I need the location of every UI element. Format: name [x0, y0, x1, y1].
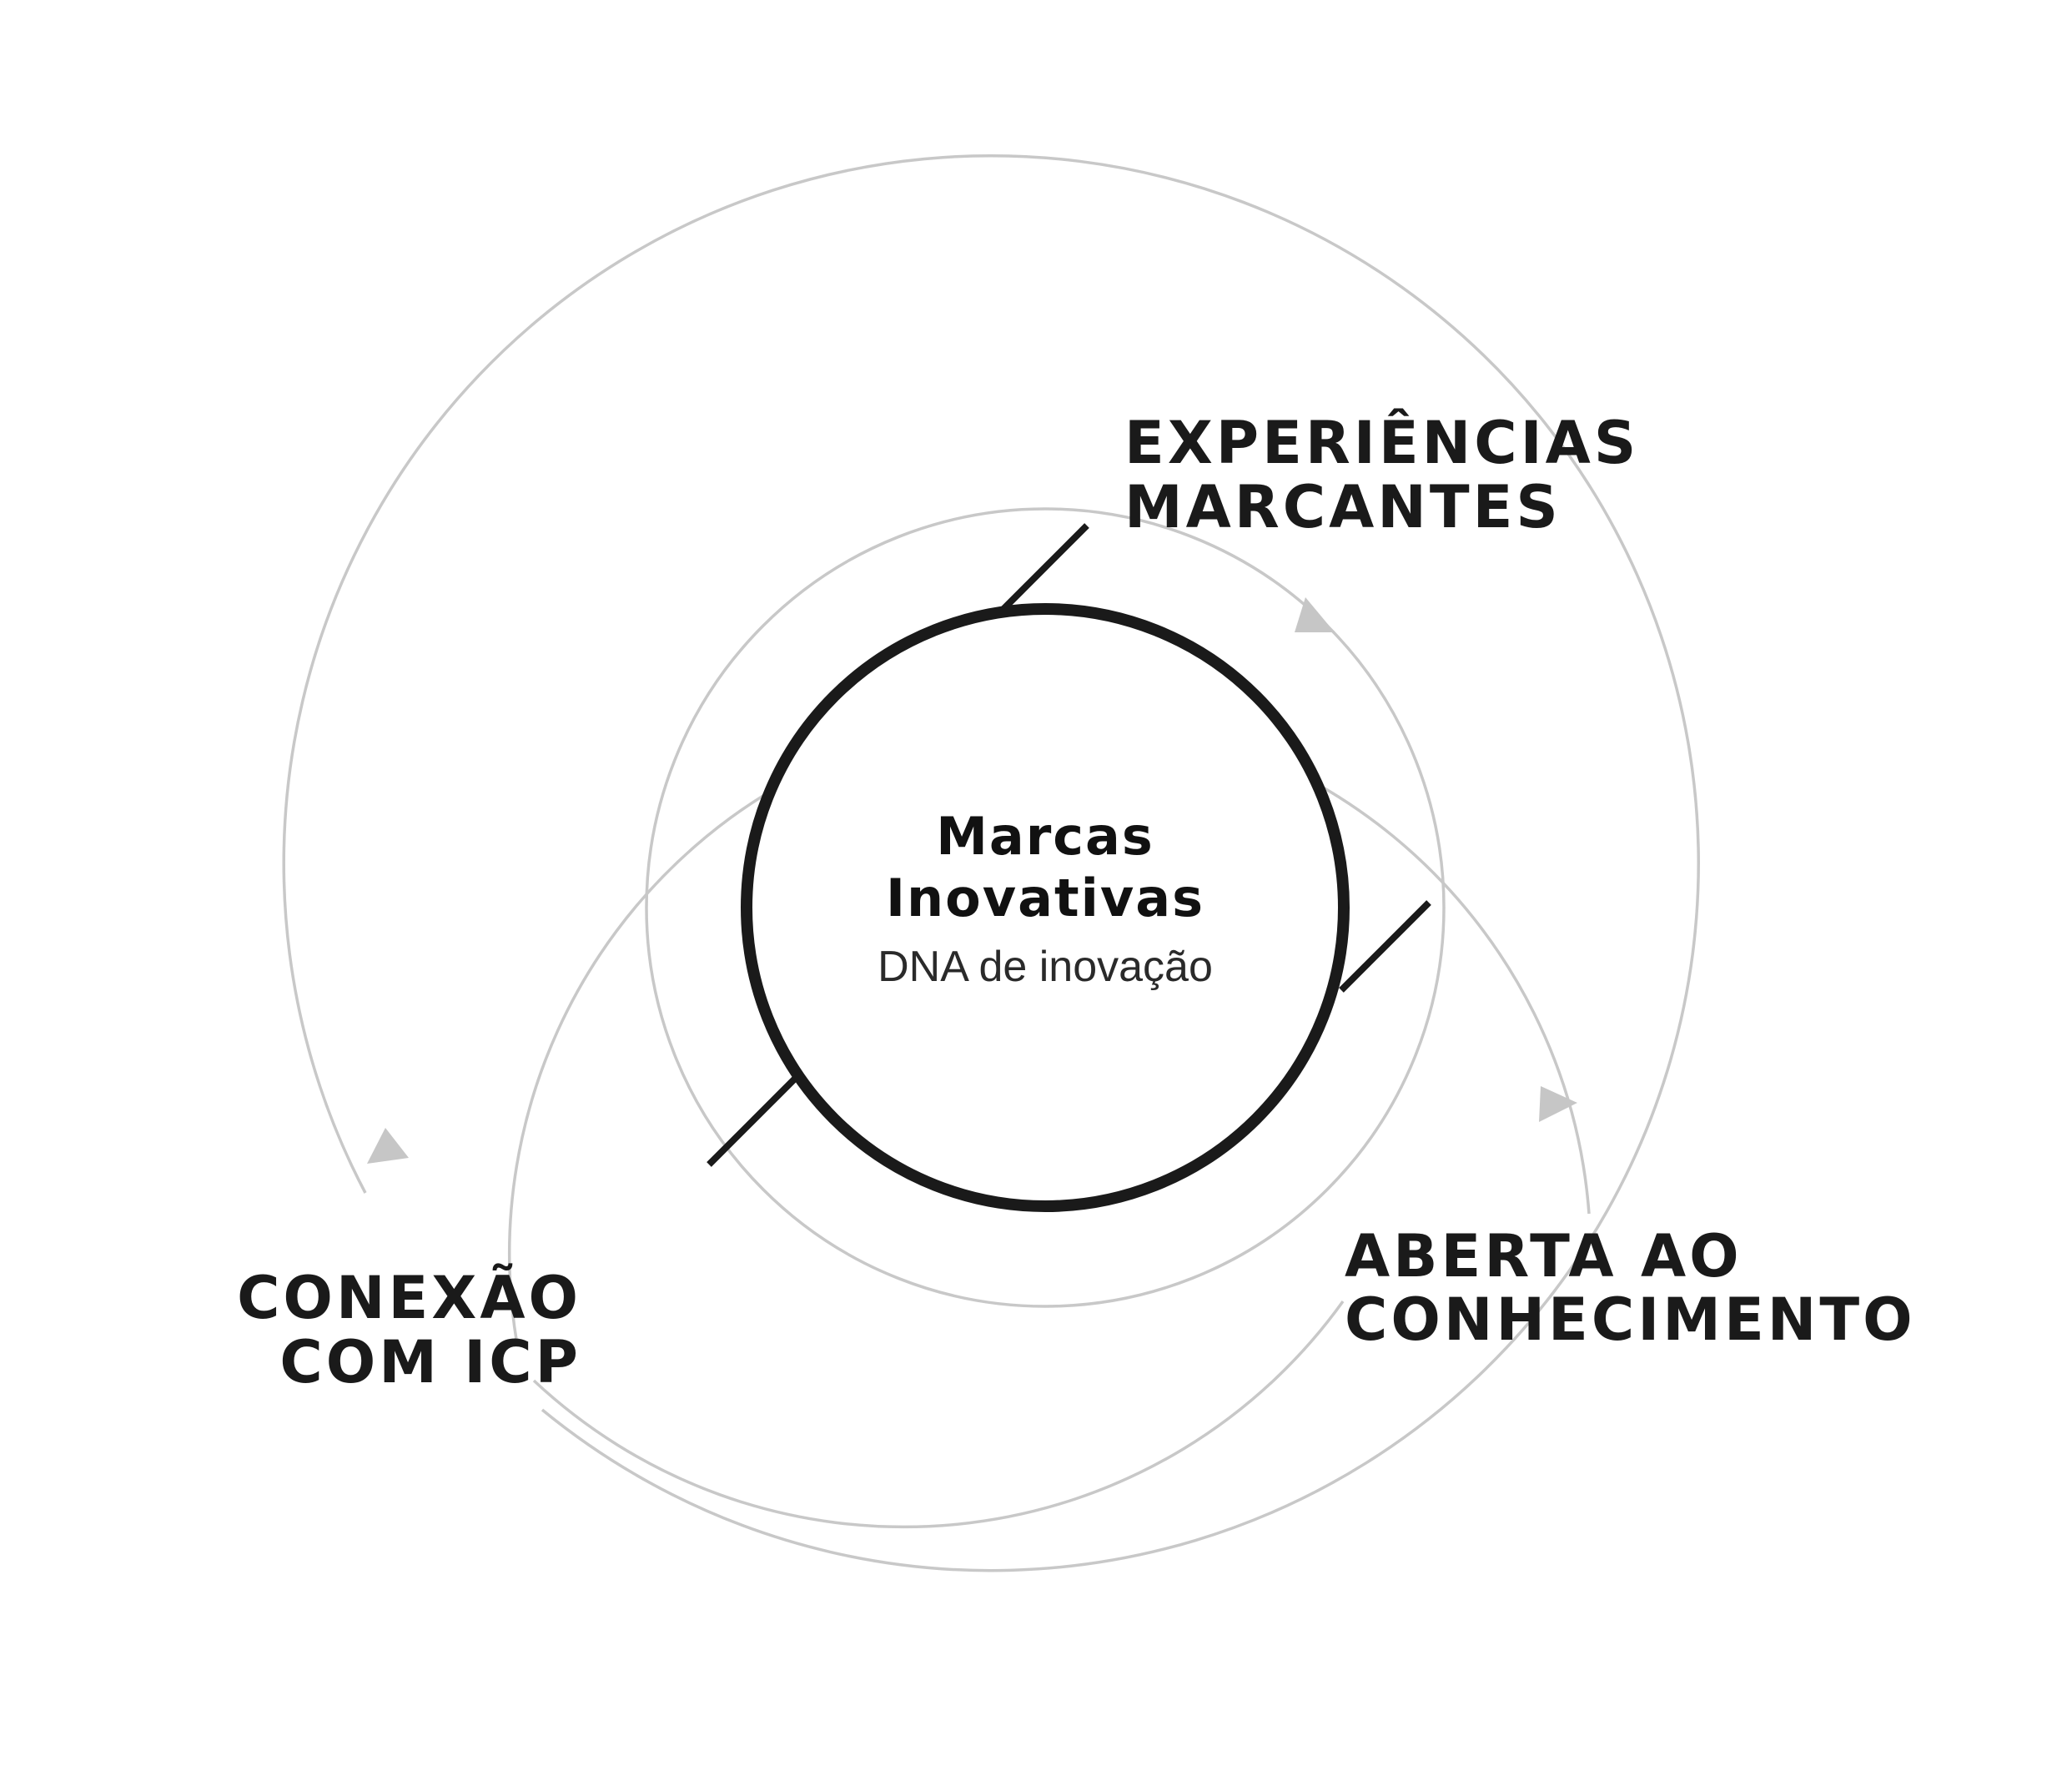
core-circle [741, 603, 1350, 1212]
pillar-aberta-line2: CONHECIMENTO [1345, 1285, 1916, 1354]
middle-ring [532, 1300, 1345, 1529]
pillar-experiencias-line1: EXPERIÊNCIAS [1124, 409, 1639, 477]
pillar-conexao-line1: CONEXÃO [237, 1264, 581, 1332]
arrowhead-right [1539, 1086, 1577, 1122]
arrowhead-left [367, 1128, 409, 1164]
pillar-aberta: ABERTA AO CONHECIMENTO [1345, 1222, 1916, 1354]
spoke-left [707, 1076, 797, 1167]
pillar-conexao: CONEXÃO COM ICP [237, 1264, 581, 1396]
pillar-experiencias: EXPERIÊNCIAS MARCANTES [1124, 409, 1639, 541]
spoke-top [997, 523, 1089, 616]
arrowhead-top-right [1295, 597, 1335, 632]
spoke-right [1339, 900, 1431, 993]
core-subtitle: DNA de inovação [878, 943, 1213, 991]
core-title-line2: Inovativas [886, 868, 1204, 928]
pillar-experiencias-line2: MARCANTES [1124, 473, 1562, 541]
outer-ring [282, 153, 1700, 1572]
pillar-aberta-line1: ABERTA AO [1345, 1222, 1743, 1290]
inner-ring [645, 507, 1446, 1308]
pillar-conexao-line2: COM ICP [279, 1328, 581, 1396]
core-title-line1: Marcas [936, 806, 1154, 867]
